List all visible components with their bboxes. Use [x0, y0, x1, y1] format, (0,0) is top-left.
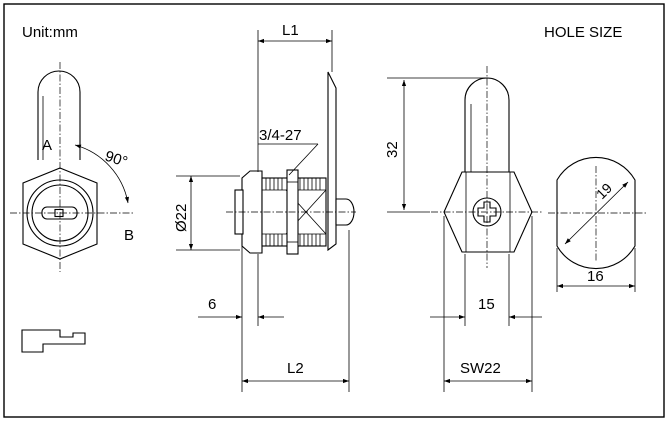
- thread-label: 3/4-27: [259, 127, 302, 144]
- rear-view: 32 15 SW22: [384, 66, 543, 392]
- key-profile-icon: [21, 329, 86, 353]
- label-a: A: [42, 137, 52, 154]
- dim-l2: L2: [287, 360, 304, 377]
- dim-6: 6: [208, 296, 216, 313]
- side-view: L1 3/4-27 Ø22 6 L2: [173, 22, 356, 392]
- dim-sw22: SW22: [460, 360, 501, 377]
- front-view: A B 90°: [10, 62, 134, 272]
- dim-32: 32: [384, 141, 401, 158]
- dim-15: 15: [478, 296, 495, 313]
- dim-16: 16: [587, 268, 604, 285]
- dim-diameter: Ø22: [173, 204, 190, 232]
- label-b: B: [124, 227, 134, 244]
- angle-label: 90°: [103, 148, 130, 171]
- dim-l1: L1: [282, 22, 299, 39]
- hole-size-label: HOLE SIZE: [544, 24, 622, 41]
- unit-label: Unit:mm: [22, 24, 78, 41]
- drawing-frame: [3, 3, 665, 418]
- hole-view: 19 16: [548, 156, 646, 292]
